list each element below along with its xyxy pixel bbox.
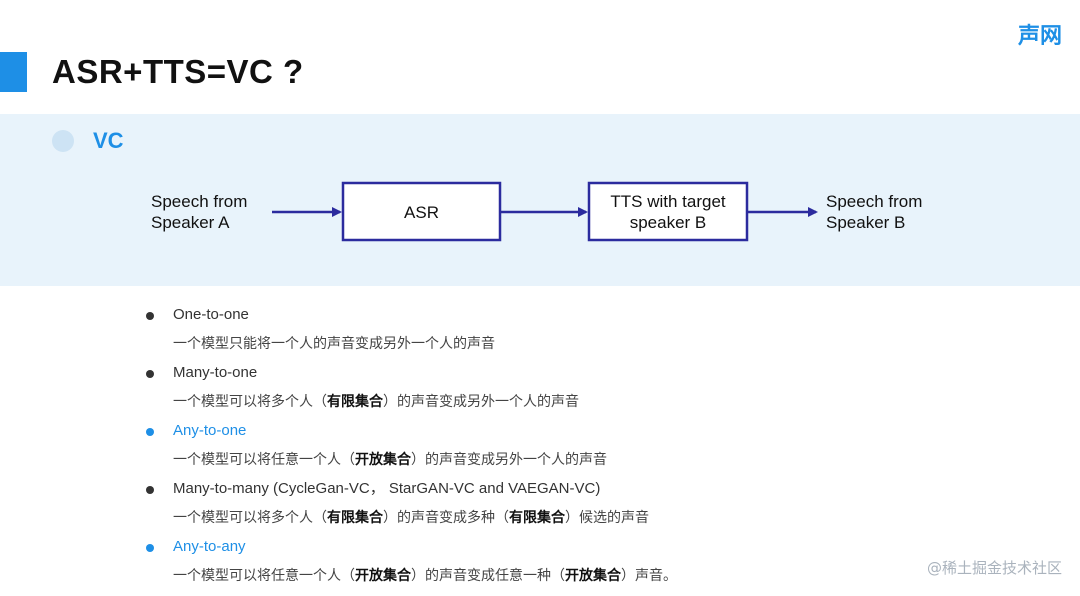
bullet-icon xyxy=(146,428,154,436)
bullet-icon xyxy=(146,370,154,378)
list-item: Any-to-one 一个模型可以将任意一个人（开放集合）的声音变成另外一个人的声… xyxy=(146,420,677,470)
list-item-title: One-to-one xyxy=(173,306,249,323)
asr-box xyxy=(341,181,502,242)
source-label-line1: Speech from xyxy=(151,192,247,211)
source-label-line2: Speaker A xyxy=(151,213,230,232)
description-text: 一个模型只能将一个人的声音变成另外一个人的声音 xyxy=(173,336,495,352)
description-emphasis: 开放集合 xyxy=(565,568,621,584)
target-label-line1: Speech from xyxy=(826,192,922,211)
vc-type-list: One-to-one 一个模型只能将一个人的声音变成另外一个人的声音 Many-to… xyxy=(146,304,677,586)
asr-box-label: ASR xyxy=(404,203,439,222)
watermark: @稀土掘金技术社区 xyxy=(926,559,1062,577)
target-label-line2: Speaker B xyxy=(826,213,905,232)
list-item-description: 一个模型可以将多个人（有限集合）的声音变成另外一个人的声音 xyxy=(173,392,677,412)
description-emphasis: 有限集合 xyxy=(327,510,383,526)
list-item-title: Many-to-many (CycleGan-VC， StarGAN-VC an… xyxy=(173,480,601,497)
description-text: ）候选的声音 xyxy=(565,510,649,526)
description-text: ）的声音变成另外一个人的声音 xyxy=(383,394,579,410)
list-item-title: Many-to-one xyxy=(173,364,258,381)
brand-logo: 声网 xyxy=(1017,24,1062,49)
list-item: Many-to-one 一个模型可以将多个人（有限集合）的声音变成另外一个人的声音 xyxy=(146,362,677,412)
list-item-title: Any-to-any xyxy=(173,538,246,555)
description-text: 一个模型可以将多个人（ xyxy=(173,510,327,526)
list-item: Many-to-many (CycleGan-VC， StarGAN-VC an… xyxy=(146,478,677,528)
description-text: 一个模型可以将任意一个人（ xyxy=(173,452,355,468)
description-emphasis: 有限集合 xyxy=(509,510,565,526)
title-accent-bar xyxy=(0,52,27,92)
description-text: ）声音。 xyxy=(621,568,677,584)
description-emphasis: 开放集合 xyxy=(355,568,411,584)
list-item: One-to-one 一个模型只能将一个人的声音变成另外一个人的声音 xyxy=(146,304,677,354)
list-item-description: 一个模型可以将任意一个人（开放集合）的声音变成任意一种（开放集合）声音。 xyxy=(173,566,677,586)
description-emphasis: 有限集合 xyxy=(327,394,383,410)
tts-box-label-line2: speaker B xyxy=(630,213,707,232)
bullet-icon xyxy=(146,486,154,494)
list-item-description: 一个模型只能将一个人的声音变成另外一个人的声音 xyxy=(173,334,677,354)
description-text: ）的声音变成任意一种（ xyxy=(411,568,565,584)
bullet-icon xyxy=(146,312,154,320)
section-dot-icon xyxy=(52,130,74,152)
description-text: ）的声音变成多种（ xyxy=(383,510,509,526)
page-title: ASR+TTS=VC ? xyxy=(52,53,304,90)
vc-pipeline-diagram: Speech from Speaker A ASR TTS with targe… xyxy=(151,181,922,242)
list-item-title: Any-to-one xyxy=(173,422,247,439)
description-emphasis: 开放集合 xyxy=(355,452,411,468)
description-text: ）的声音变成另外一个人的声音 xyxy=(411,452,607,468)
list-item-description: 一个模型可以将任意一个人（开放集合）的声音变成另外一个人的声音 xyxy=(173,450,677,470)
diagram-band xyxy=(0,114,1080,286)
list-item-description: 一个模型可以将多个人（有限集合）的声音变成多种（有限集合）候选的声音 xyxy=(173,508,677,528)
bullet-icon xyxy=(146,544,154,552)
description-text: 一个模型可以将任意一个人（ xyxy=(173,568,355,584)
section-title: VC xyxy=(93,128,124,153)
tts-box-label-line1: TTS with target xyxy=(610,192,726,211)
description-text: 一个模型可以将多个人（ xyxy=(173,394,327,410)
